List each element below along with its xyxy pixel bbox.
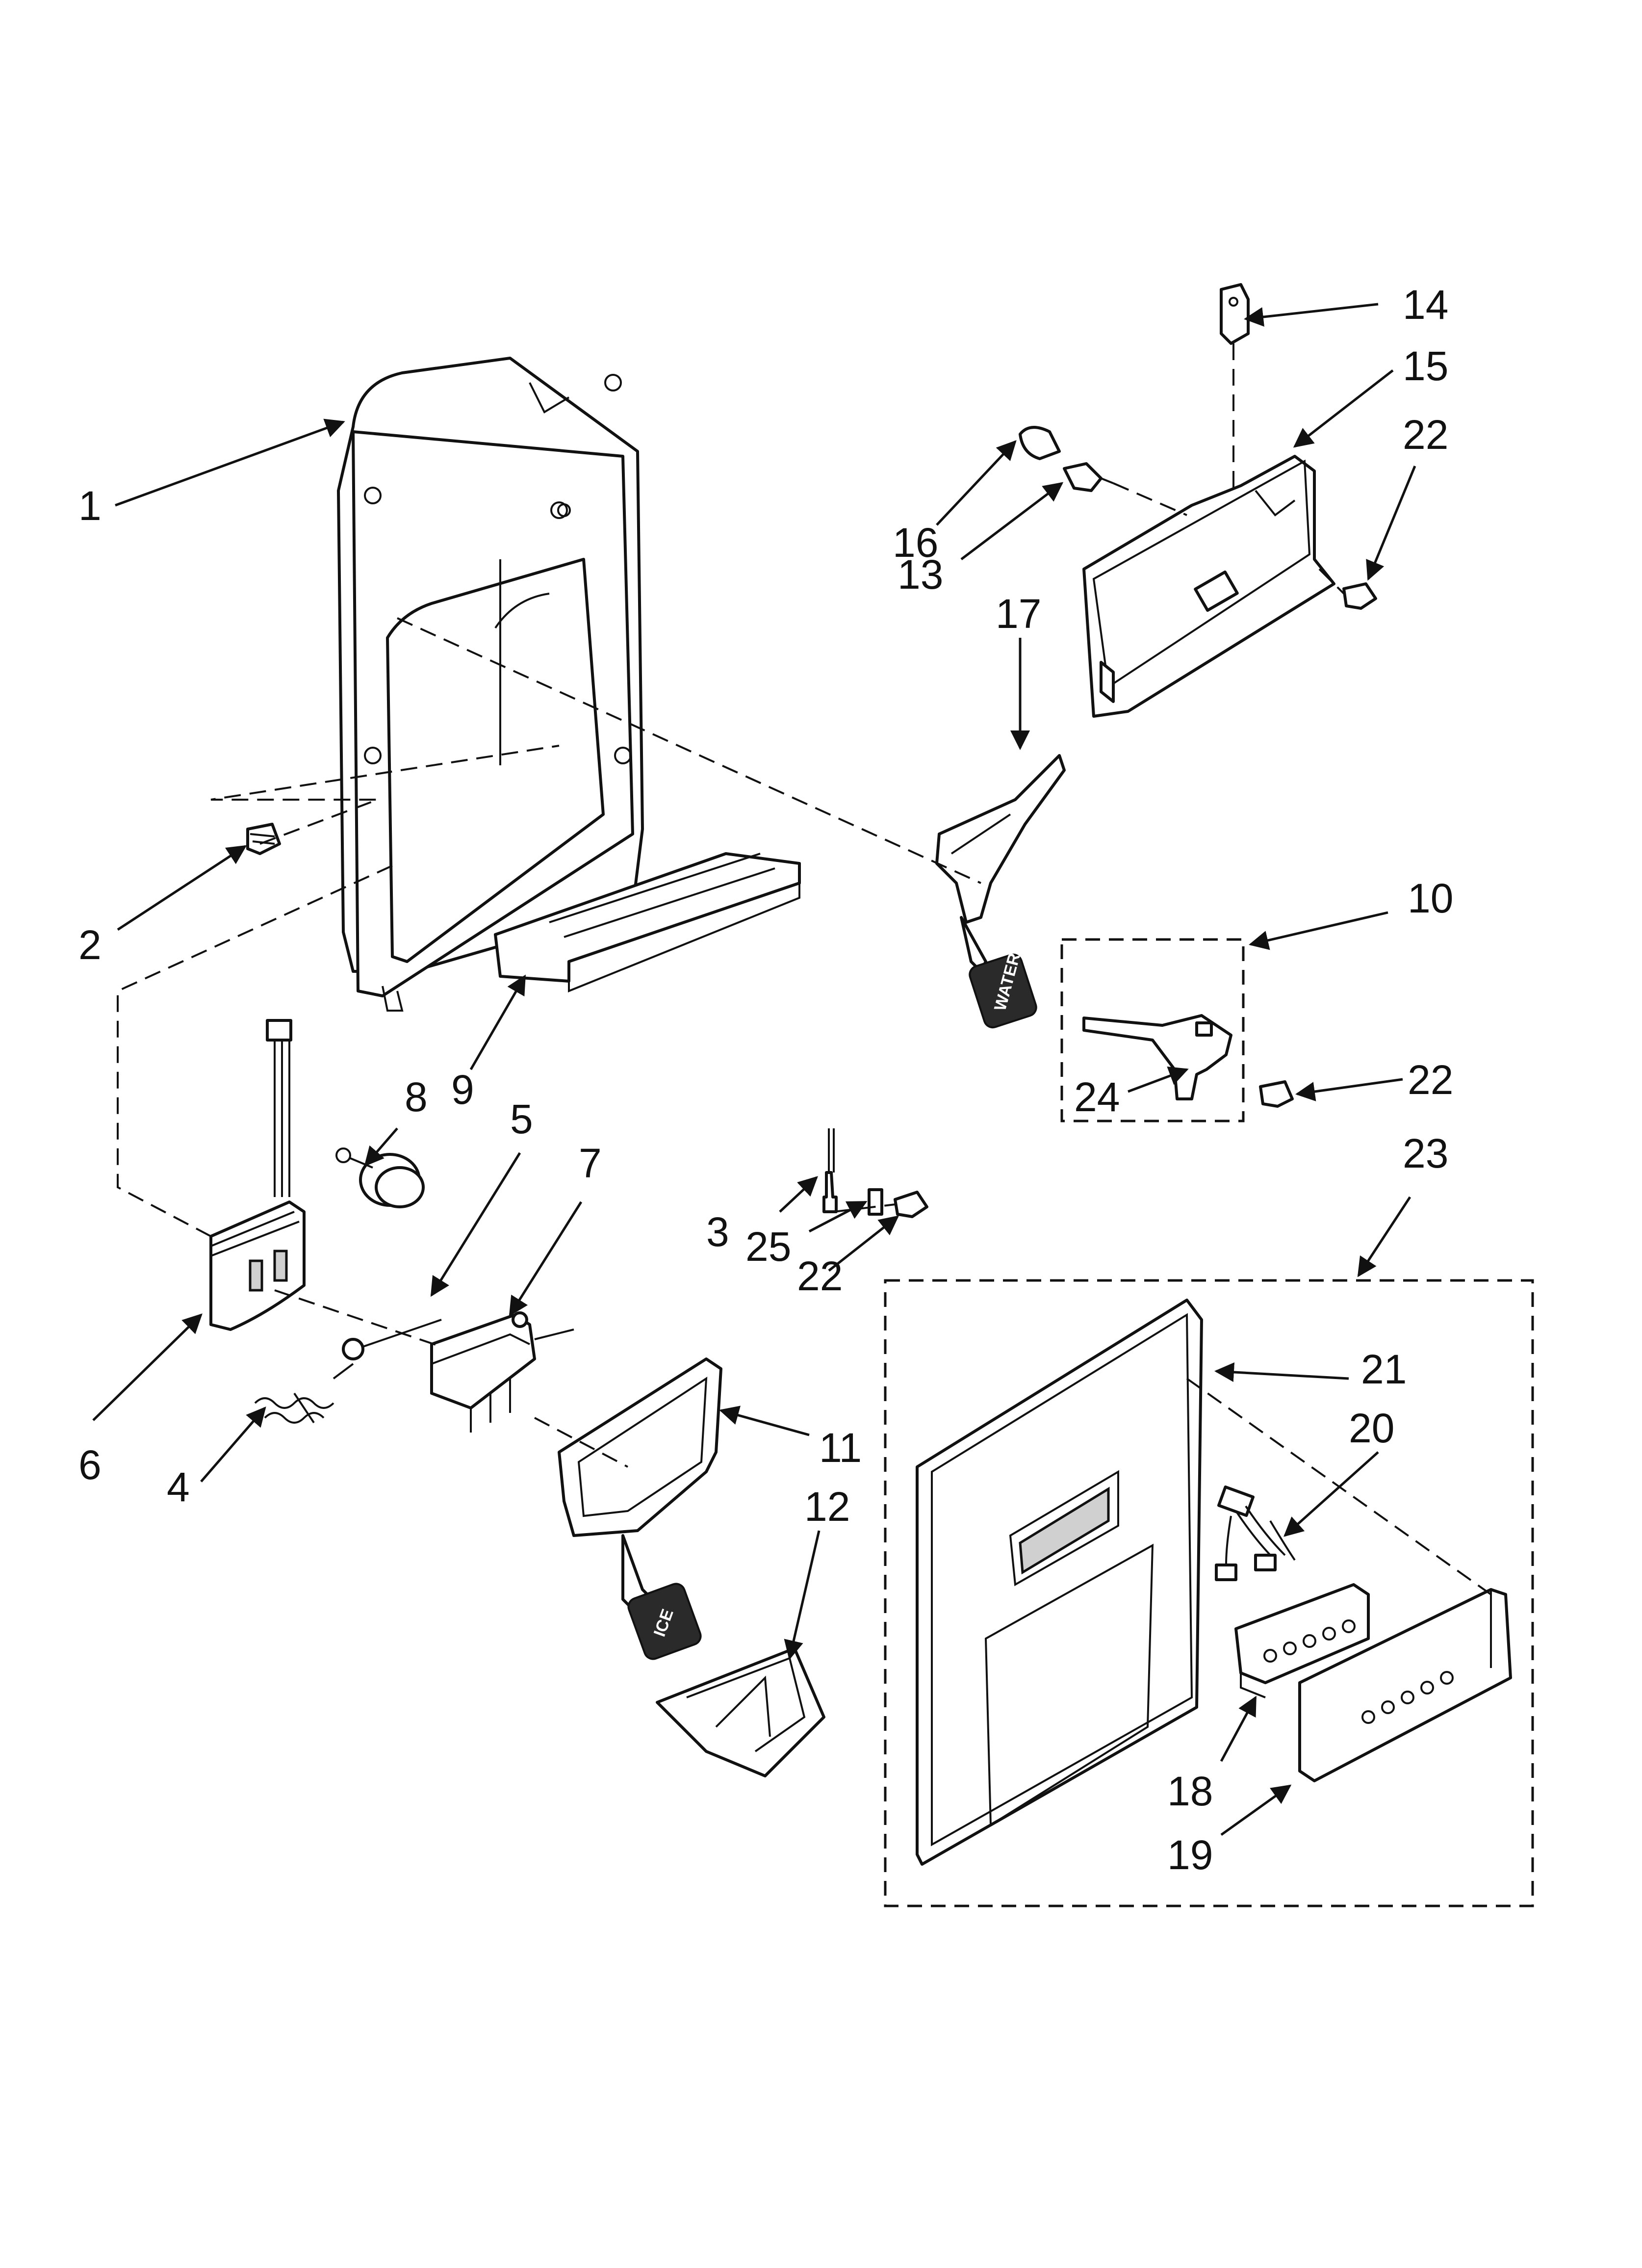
callout-16: 16 — [893, 520, 938, 566]
light-bulb — [1019, 426, 1061, 460]
callout-6: 6 — [78, 1442, 102, 1488]
micro-switch — [1220, 283, 1250, 345]
callout-8: 8 — [405, 1074, 428, 1120]
control-board — [1234, 1583, 1370, 1698]
motor — [335, 1147, 425, 1208]
callout-21: 21 — [1361, 1346, 1407, 1392]
callout-1: 1 — [78, 483, 102, 529]
callout-3: 3 — [706, 1209, 729, 1255]
wire-harness — [1215, 1485, 1296, 1581]
screw-right-lower — [1259, 1080, 1294, 1108]
screw-right-upper — [1342, 582, 1377, 610]
springs — [254, 1363, 354, 1424]
callout-4: 4 — [167, 1464, 190, 1510]
switch-bracket — [1082, 455, 1335, 718]
ice-chute — [656, 1647, 825, 1777]
callout-14: 14 — [1403, 282, 1448, 328]
callout-22c: 22 — [797, 1253, 843, 1299]
callout-20: 20 — [1349, 1405, 1394, 1451]
ice-dispenser-lever: ICE — [558, 1357, 722, 1660]
callout-22a: 22 — [1403, 412, 1448, 458]
callout-5: 5 — [510, 1096, 533, 1142]
dispenser-front-panel — [916, 1299, 1203, 1866]
callout-2: 2 — [78, 922, 102, 968]
callout-25: 25 — [745, 1224, 791, 1270]
actuator — [430, 1311, 574, 1433]
callout-18: 18 — [1167, 1768, 1213, 1814]
callout-15: 15 — [1403, 343, 1448, 389]
callout-22b: 22 — [1408, 1057, 1453, 1103]
callout-7: 7 — [579, 1140, 602, 1186]
callout-13: 13 — [898, 551, 943, 598]
callout-12: 12 — [804, 1484, 850, 1530]
callout-labels: 1 2 3 4 5 6 7 8 9 10 11 12 13 14 15 16 1… — [78, 282, 1453, 1878]
pivot-rod — [342, 1319, 442, 1360]
clip-shim-screw — [822, 1128, 928, 1218]
callout-10: 10 — [1408, 875, 1453, 921]
water-dispenser-lever: WATER — [935, 754, 1066, 1029]
callout-11: 11 — [819, 1425, 862, 1471]
callout-17: 17 — [996, 591, 1041, 637]
control-overlay — [1298, 1588, 1512, 1782]
dispenser-housing — [337, 357, 644, 1012]
callout-19: 19 — [1167, 1832, 1213, 1878]
callout-24: 24 — [1074, 1074, 1120, 1120]
solenoid-box — [209, 1019, 306, 1331]
assembly-box-10 — [1060, 938, 1245, 1122]
leader-lines — [92, 303, 1416, 1836]
light-socket — [1063, 462, 1114, 492]
callout-9: 9 — [451, 1067, 474, 1113]
callout-23: 23 — [1403, 1130, 1448, 1176]
dispenser-arm — [1082, 1014, 1232, 1100]
